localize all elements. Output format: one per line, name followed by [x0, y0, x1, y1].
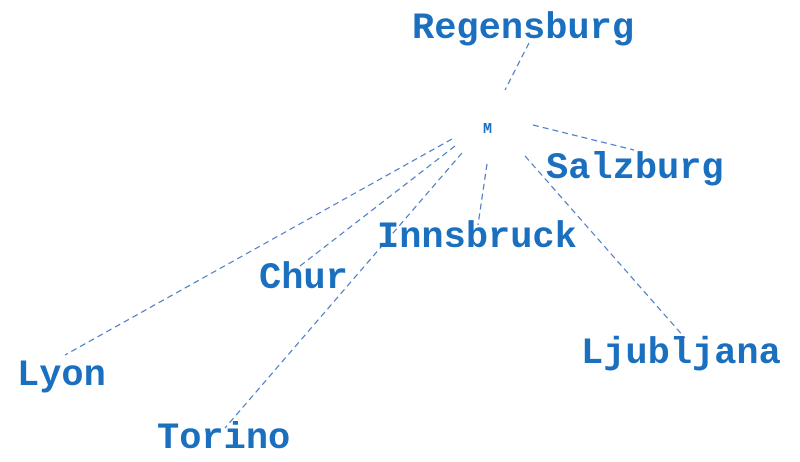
- city-label-lyon: Lyon: [17, 355, 106, 397]
- city-label-torino: Torino: [157, 418, 290, 460]
- edge-regensburg: [504, 42, 530, 91]
- city-label-chur: Chur: [259, 258, 348, 300]
- city-label-ljubljana: Ljubljana: [581, 333, 781, 375]
- city-label-salzburg: Salzburg: [546, 148, 724, 190]
- city-label-innsbruck: Innsbruck: [377, 217, 577, 259]
- city-label-regensburg: Regensburg: [412, 8, 634, 50]
- edge-chur: [299, 145, 456, 267]
- edge-salzburg: [532, 124, 635, 151]
- hub-node-label: M: [483, 121, 492, 138]
- edge-ljubljana: [524, 155, 686, 339]
- edge-innsbruck: [477, 163, 488, 226]
- edge-torino: [224, 152, 463, 429]
- edge-lyon: [64, 138, 453, 356]
